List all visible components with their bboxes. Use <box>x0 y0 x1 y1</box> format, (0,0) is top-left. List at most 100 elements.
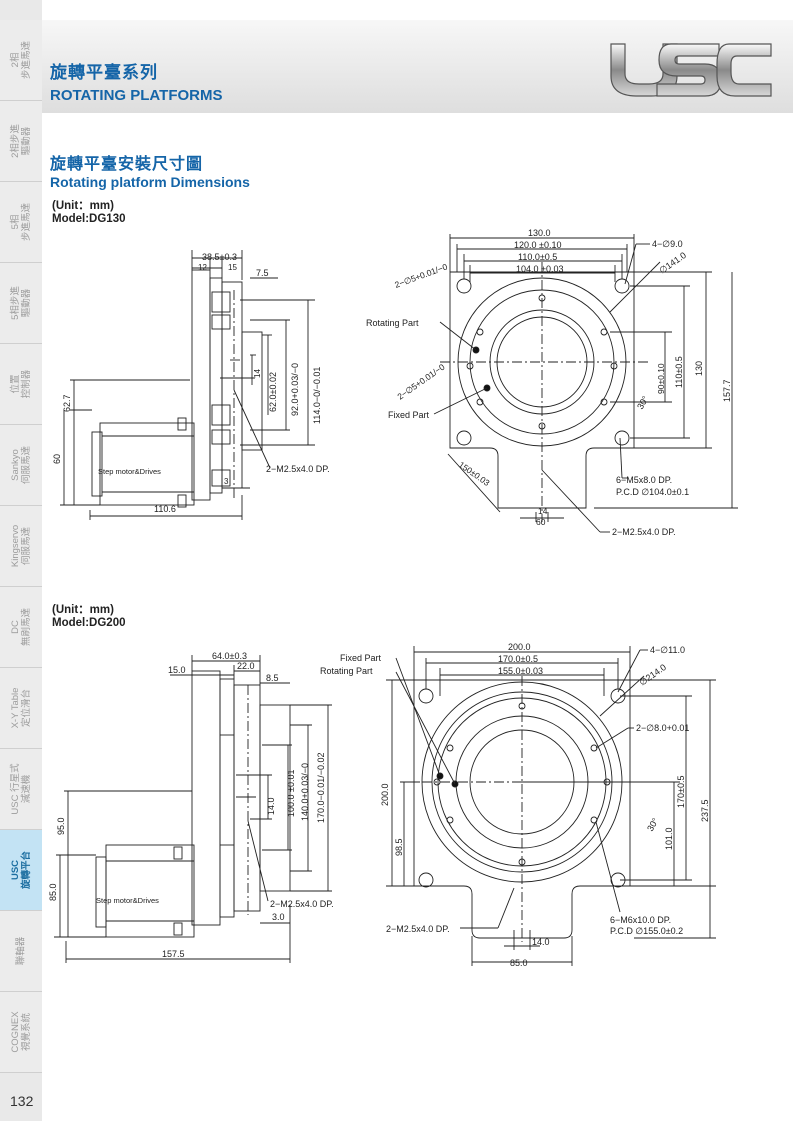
pcd-note: P.C.D ∅104.0±0.1 <box>616 487 689 497</box>
dim-100: 100.0 ±0.01 <box>286 770 296 817</box>
sidebar-item-rotating-platform[interactable]: USC 旋轉平台 <box>0 830 42 911</box>
motor-label: Step motor&Drives <box>98 467 161 476</box>
dim-90: 90±0.10 <box>656 363 666 394</box>
sidebar-item-planetary-reducer[interactable]: USC 行星式 減速機 <box>0 749 42 830</box>
dim-157-5: 157.5 <box>162 949 185 959</box>
dim-85: 85.0 <box>48 883 58 901</box>
dim-8-5: 8.5 <box>266 673 279 683</box>
dim-15: 15.0 <box>168 665 186 675</box>
dg200-model: Model:DG200 <box>52 617 126 629</box>
pin-mid-note: 2−∅5+0.01/−0 <box>395 362 446 402</box>
tap-note: 2−M2.5x4.0 DP. <box>386 924 450 934</box>
dim-22: 22.0 <box>237 661 255 671</box>
tap-note: 2−M2.5x4.0 DP. <box>612 527 676 537</box>
sidebar-item-cognex-vision[interactable]: COGNEX 視覺系統 <box>0 992 42 1073</box>
dg200-unit: (Unit：mm) <box>52 604 114 616</box>
dim-200-v: 200.0 <box>380 783 390 806</box>
sidebar-item-2phase-driver[interactable]: 2相步進 驅動器 <box>0 101 42 182</box>
dim-110-6: 110.6 <box>154 504 176 514</box>
dim-170: 170.0−0.01/−0.02 <box>316 752 326 823</box>
pin-top-note: 2−∅5+0.01/−0 <box>393 261 449 289</box>
dim-101: 101.0 <box>664 827 674 850</box>
sidebar-item-coupling[interactable]: 聯軸器 <box>0 911 42 992</box>
dim-14: 14.0 <box>266 797 276 815</box>
page-number: 132 <box>10 1093 34 1109</box>
dg130-unit: (Unit：mm) <box>52 200 114 212</box>
rotating-part-label: Rotating Part <box>320 666 373 676</box>
sidebar-item-sankyo-servo[interactable]: Sankyo 伺服馬達 <box>0 425 42 506</box>
section-title-en: Rotating platform Dimensions <box>50 174 250 190</box>
dim-62: 62.0±0.02 <box>268 372 278 412</box>
angle-30: 30° <box>645 816 661 833</box>
sidebar-item-label: 5相步進 驅動器 <box>10 286 32 320</box>
dia-214: ∅214.0 <box>637 662 668 688</box>
dim-14: 14 <box>253 369 262 378</box>
category-sidebar: 2相 步進馬達 2相步進 驅動器 5相 步進馬達 5相步進 驅動器 位置 控制器… <box>0 0 42 1121</box>
dim-3: 3.0 <box>272 912 285 922</box>
dim-155: 155.0±0.03 <box>498 666 543 676</box>
sidebar-item-label: 5相 步進馬達 <box>10 202 32 242</box>
tap-note: 2−M2.5x4.0 DP. <box>270 899 334 909</box>
dg130-model: Model:DG130 <box>52 213 126 225</box>
dim-110: 110.0±0.5 <box>518 252 557 262</box>
dim-95: 95.0 <box>56 817 66 835</box>
dim-64: 64.0±0.3 <box>212 651 247 661</box>
usc-logo <box>605 38 775 100</box>
dim-110-v: 110±0.5 <box>674 356 684 388</box>
dim-60: 60 <box>536 517 546 527</box>
dim-14: 14.0 <box>532 937 550 947</box>
holes-6-note: 6−M5x8.0 DP. <box>616 475 672 485</box>
dim-200: 200.0 <box>508 642 531 652</box>
sidebar-item-kingservo[interactable]: Kingservo 伺服馬達 <box>0 506 42 587</box>
dim-130-v: 130 <box>694 361 704 376</box>
page-title-zh: 旋轉平臺系列 <box>50 63 158 82</box>
dg200-side-drawing: 64.0±0.3 15.0 22.0 8.5 14.0 100.0 ±0.01 … <box>40 645 360 975</box>
dim-14: 14 <box>538 506 548 516</box>
dim-3: 3 <box>224 477 229 486</box>
page-title-en: ROTATING PLATFORMS <box>50 87 223 104</box>
sidebar-item-label: USC 旋轉平台 <box>10 850 32 890</box>
dg200-top-drawing: 200.0 170.0±0.5 155.0±0.03 Fixed Part Ro… <box>300 636 770 972</box>
sidebar-item-label: 聯軸器 <box>15 936 27 966</box>
rotating-part-label: Rotating Part <box>366 318 419 328</box>
holes-4-note: 4−∅11.0 <box>650 645 685 655</box>
fixed-part-label: Fixed Part <box>340 653 382 663</box>
fixed-part-label: Fixed Part <box>388 410 430 420</box>
motor-label: Step motor&Drives <box>96 896 159 905</box>
dim-170-v: 170±0.5 <box>676 776 686 808</box>
sidebar-item-label: Kingservo 伺服馬達 <box>10 524 32 568</box>
dim-130: 130.0 <box>528 228 551 238</box>
dim-62-7: 62.7 <box>62 394 72 412</box>
dim-120: 120.0 ±0.10 <box>514 240 561 250</box>
dim-140: 140.0+0.03/−0 <box>300 763 310 821</box>
holes-4-note: 4−∅9.0 <box>652 239 683 249</box>
sidebar-item-label: DC 無刷馬達 <box>10 607 32 647</box>
dim-12: 12 <box>198 263 207 272</box>
sidebar-item-label: 位置 控制器 <box>10 369 32 399</box>
dim-38-5: 38.5±0.3 <box>202 252 237 262</box>
sidebar-item-5phase-driver[interactable]: 5相步進 驅動器 <box>0 263 42 344</box>
sidebar-item-label: COGNEX 視覺系統 <box>10 1011 32 1053</box>
dim-157-7: 157.7 <box>722 379 732 402</box>
sidebar-item-label: 2相步進 驅動器 <box>10 124 32 158</box>
dim-15: 15 <box>228 263 237 272</box>
sidebar-item-dc-brushless[interactable]: DC 無刷馬達 <box>0 587 42 668</box>
sidebar-item-label: USC 行星式 減速機 <box>10 763 32 815</box>
dim-85: 85.0 <box>510 958 528 968</box>
dim-92: 92.0+0.03/−0 <box>290 363 300 416</box>
sidebar-item-label: Sankyo 伺服馬達 <box>10 445 32 485</box>
holes-6-note: 6−M6x10.0 DP. <box>610 915 671 925</box>
sidebar-item-xy-table[interactable]: X-Y Table 定位滑台 <box>0 668 42 749</box>
dim-237-5: 237.5 <box>700 799 710 822</box>
pcd-note: P.C.D ∅155.0±0.2 <box>610 926 683 936</box>
sidebar-item-position-controller[interactable]: 位置 控制器 <box>0 344 42 425</box>
section-title-zh: 旋轉平臺安裝尺寸圖 <box>50 156 204 173</box>
sidebar-item-2phase-stepper[interactable]: 2相 步進馬達 <box>0 20 42 101</box>
dim-98-5: 98.5 <box>394 838 404 856</box>
dim-60: 60 <box>52 454 62 464</box>
dim-7-5: 7.5 <box>256 268 269 278</box>
angle-30: 30° <box>635 394 651 411</box>
pins-note: 2−∅8.0+0.01 <box>636 723 689 733</box>
dg130-top-drawing: 130.0 120.0 ±0.10 110.0±0.5 104.0 ±0.03 … <box>360 222 770 552</box>
sidebar-item-5phase-stepper[interactable]: 5相 步進馬達 <box>0 182 42 263</box>
